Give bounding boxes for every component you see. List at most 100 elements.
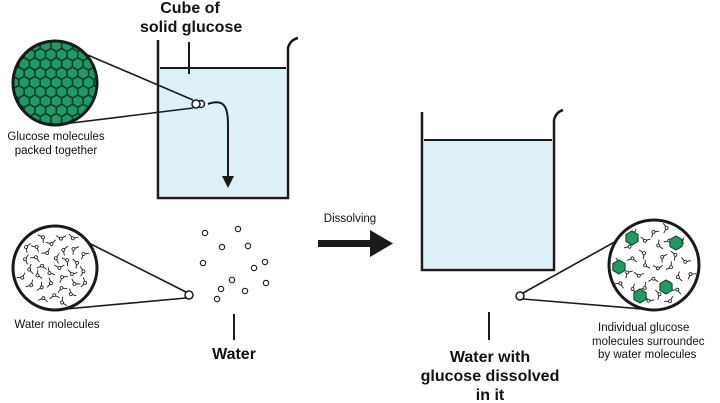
water-molecule-dots [199,225,270,303]
glucose-molecule-hexagon [3,179,13,191]
glucose-molecule-hexagon [100,160,110,172]
water-molecule-glyph [651,230,660,238]
water-molecule-dot [234,225,242,233]
water-molecule-glyph [648,276,659,283]
water-molecule-glyph [68,233,79,241]
glucose-molecule-hexagon [56,104,68,117]
water-molecule-glyphs [16,233,90,307]
glucose-molecule-hexagon [30,170,40,182]
glucose-molecule-hexagon [8,21,18,33]
glucose-molecule-hexagon [148,170,158,182]
glucose-molecule-hexagon [34,48,46,61]
glucose-molecule-hexagon [66,66,78,80]
glucose-molecule-hexagon [34,104,46,117]
water-molecule-glyph [59,275,68,283]
glucose-molecule-hexagon [72,76,84,89]
glucose-molecule-hexagon [13,104,14,117]
glucose-molecule-hexagon [18,94,30,108]
glucose-packed-line2: packed together [14,144,98,157]
individual-line3: by water molecules [598,349,697,362]
solution-label-line2: glucose dissolved [420,367,560,385]
glucose-molecule-hexagon [143,49,153,61]
glucose-molecule-hexagon [78,160,88,172]
glucose-molecule-hexagon [110,160,120,172]
glucose-molecule-hexagon [127,21,137,33]
glucose-molecule-hexagon [116,40,126,52]
glucose-molecule-hexagon [137,40,147,52]
beaker-with-glucose-cube [156,36,299,200]
water-molecule-glyph [80,252,90,260]
dissolved-glucose-hexagon [625,230,639,246]
water-molecule-glyph [665,261,673,270]
water-molecule-glyph [71,278,81,286]
zoom-origin-dot [191,99,201,109]
glucose-molecule-hexagon [116,114,126,126]
water-molecule-glyph [53,253,60,264]
water-molecule-glyph [655,289,662,300]
beaker-with-solution [420,108,564,340]
glucose-molecule-hexagon [93,41,97,52]
water-molecule-dot [250,264,258,272]
glucose-molecule-hexagon [34,41,46,43]
glucose-molecule-hexagon [100,179,110,191]
glucose-molecule-hexagon [13,113,19,125]
glucose-molecule-hexagon [105,77,115,89]
glucose-molecule-hexagon [57,160,67,172]
glucose-molecule-hexagon [61,76,73,89]
glucose-molecule-hexagon [132,123,142,135]
water-molecule-glyph [24,243,31,253]
water-molecule-glyph [57,286,68,293]
glucose-molecule-hexagon [84,170,94,182]
water-molecule-glyph [652,264,664,271]
falling-arrow-head [222,176,234,188]
glucose-molecule-hexagon [56,66,68,80]
dissolving-arrow-head [370,230,393,257]
beaker-water-fill [160,68,286,196]
glucose-molecule-hexagon [89,179,99,191]
water-molecule-glyph [660,253,668,263]
glucose-molecule-hexagon [40,76,52,89]
glucose-molecule-hexagon [51,170,61,182]
cube-label-line1: Cube of [160,0,220,17]
water-molecule-glyph [55,235,67,241]
glucose-molecule-hexagon [143,67,153,79]
water-molecule-glyph [670,250,678,261]
glucose-molecule-hexagon [62,170,72,182]
glucose-molecule-hexagon [121,142,131,154]
glucose-molecule-hexagon [105,170,115,182]
glucose-molecule-hexagon [148,133,158,145]
water-molecule-glyph [681,257,692,264]
water-molecules-border [11,224,99,312]
water-molecules-circle [13,226,97,310]
magnified-mixture [515,218,701,312]
glucose-molecule-hexagon [78,179,88,191]
glucose-molecule-hexagon [50,76,62,89]
water-molecule-glyph [36,263,47,270]
water-molecule-dot [218,243,226,251]
glucose-molecule-hexagon [13,41,25,43]
water-molecule-glyph [676,271,683,282]
glucose-molecule-hexagon [105,95,115,107]
water-molecule-glyph [27,263,34,275]
water-molecule-dot [201,229,209,237]
glucose-molecule-hexagon [34,66,46,80]
water-molecule-dot [228,276,236,284]
glucose-molecule-hexagon [0,95,8,107]
dissolved-glucose-hexagon [669,235,683,251]
glucose-molecule-hexagon [148,114,158,126]
glucose-molecule-hexagon [40,57,52,71]
glucose-molecule-hexagon [77,85,89,99]
glucose-molecule-hexagon [0,30,2,42]
glucose-molecule-hexagon [61,94,73,108]
glucose-molecule-hexagon [0,170,8,182]
dissolving-arrow-shaft [318,240,372,247]
glucose-molecule-hexagon [148,151,158,163]
glucose-molecule-hexagon [94,170,104,182]
glucose-molecule-hexagon [19,170,29,182]
glucose-molecule-hexagon [51,21,61,33]
water-molecule-glyph [79,266,86,277]
glucose-molecule-hexagon [148,58,158,70]
water-molecule-glyph [49,293,60,300]
water-molecule-glyph [47,267,56,276]
